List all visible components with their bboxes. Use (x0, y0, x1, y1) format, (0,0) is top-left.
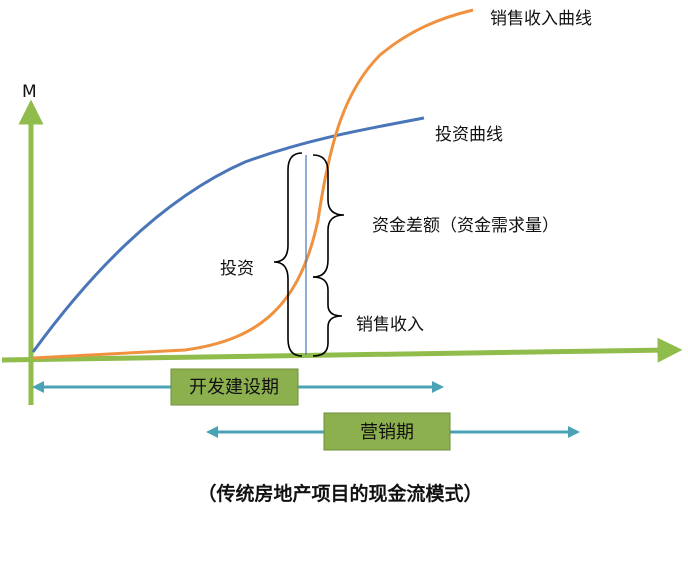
funding-gap-label: 资金差额（资金需求量） (372, 216, 559, 236)
development-phase-label: 开发建设期 (189, 377, 279, 398)
marketing-phase-box (323, 412, 451, 451)
sales-revenue-curve-label: 销售收入曲线 (490, 9, 592, 29)
investment-label: 投资 (220, 259, 254, 279)
diagram-caption: （传统房地产项目的现金流模式） (197, 482, 482, 505)
y-axis-label: M (22, 82, 37, 102)
investment-brace (273, 152, 303, 357)
funding-gap-brace (312, 154, 345, 278)
investment-curve-label: 投资曲线 (435, 125, 503, 145)
investment-curve (31, 116, 425, 353)
sales-revenue-label: 销售收入 (356, 315, 424, 335)
sales-revenue-brace (312, 276, 343, 357)
sales-revenue-curve (32, 8, 474, 360)
marketing-phase-label: 营销期 (360, 422, 414, 443)
development-phase-box (170, 368, 299, 406)
x-axis (1, 337, 683, 363)
